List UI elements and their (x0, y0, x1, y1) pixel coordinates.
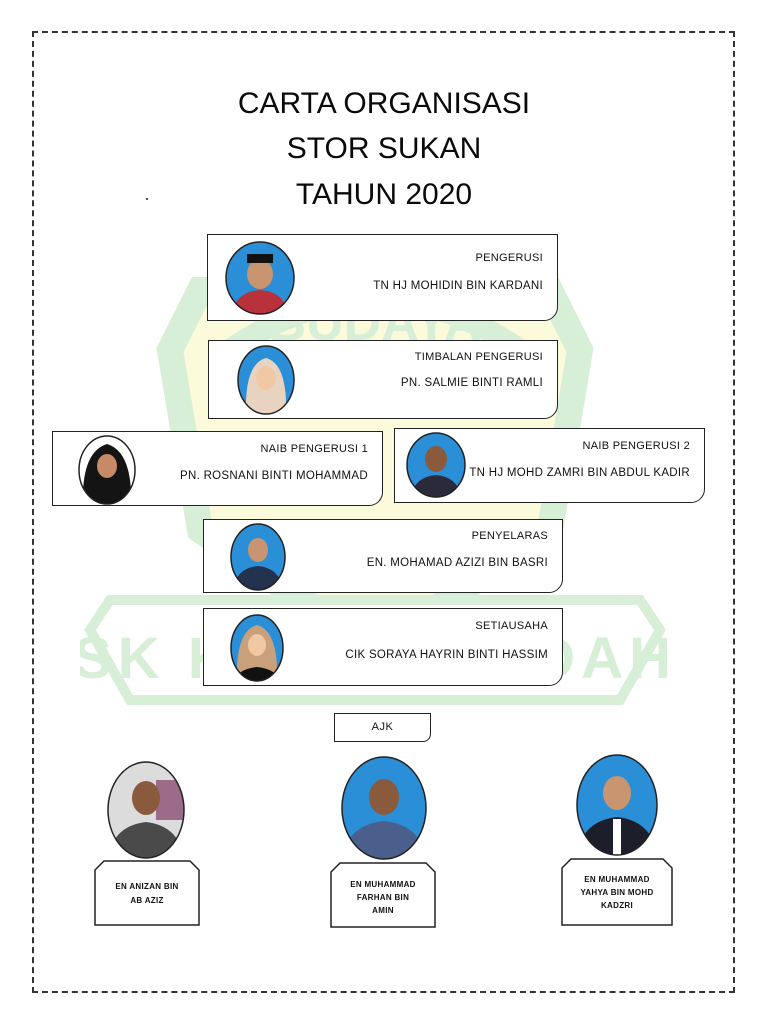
member-box-shape (94, 860, 200, 926)
portrait-pengerusi (225, 241, 295, 315)
ajk-member-3-line3: KADZRI (600, 901, 634, 910)
ajk-member-1-line2: AB AZIZ (130, 896, 164, 905)
portrait-timbalan-pengerusi (237, 345, 295, 415)
ajk-member-2-line3: AMIN (372, 906, 394, 915)
role-naib-pengerusi-2: NAIB PENGERUSI 2 (582, 440, 690, 452)
card-naib-pengerusi-1: NAIB PENGERUSI 1 PN. ROSNANI BINTI MOHAM… (52, 431, 383, 506)
member-box-shape (330, 862, 436, 928)
portrait-ajk-member-3 (576, 754, 658, 856)
page-border (32, 31, 735, 993)
chart-title-line1: CARTA ORGANISASI (237, 87, 531, 120)
card-pengerusi: PENGERUSI TN HJ MOHIDIN BIN KARDANI (207, 234, 558, 321)
ajk-member-2-line1: EN MUHAMMAD (350, 880, 416, 889)
name-pengerusi: TN HJ MOHIDIN BIN KARDANI (373, 280, 543, 292)
ajk-member-3-line1: EN MUHAMMAD (584, 875, 650, 884)
portrait-naib-pengerusi-1 (78, 435, 136, 505)
role-timbalan-pengerusi: TIMBALAN PENGERUSI (414, 351, 543, 363)
chart-title-line3: TAHUN 2020 (295, 178, 473, 211)
portrait-ajk-member-1 (107, 761, 185, 859)
name-setiausaha: CIK SORAYA HAYRIN BINTI HASSIM (345, 649, 548, 661)
portrait-setiausaha (230, 614, 284, 682)
card-penyelaras: PENYELARAS EN. MOHAMAD AZIZI BIN BASRI (203, 519, 563, 593)
portrait-ajk-member-2 (341, 756, 427, 860)
card-setiausaha: SETIAUSAHA CIK SORAYA HAYRIN BINTI HASSI… (203, 608, 563, 686)
ajk-member-2-line2: FARHAN BIN (356, 893, 410, 902)
ajk-member-3: EN MUHAMMAD YAHYA BIN MOHD KADZRI (561, 858, 673, 926)
chart-title-line2: STOR SUKAN (286, 132, 482, 165)
name-naib-pengerusi-2: TN HJ MOHD ZAMRI BIN ABDUL KADIR (469, 467, 690, 479)
portrait-penyelaras (230, 523, 286, 591)
portrait-naib-pengerusi-2 (406, 432, 466, 498)
ajk-label: AJK (334, 713, 431, 742)
ajk-member-1-line1: EN ANIZAN BIN (115, 882, 179, 891)
member-box-shape (561, 858, 673, 926)
name-penyelaras: EN. MOHAMAD AZIZI BIN BASRI (366, 557, 548, 569)
role-penyelaras: PENYELARAS (471, 530, 548, 542)
ajk-member-1: EN ANIZAN BIN AB AZIZ (94, 860, 200, 926)
role-setiausaha: SETIAUSAHA (475, 620, 548, 632)
ajk-member-2: EN MUHAMMAD FARHAN BIN AMIN (330, 862, 436, 928)
ajk-member-3-line2: YAHYA BIN MOHD (580, 888, 654, 897)
card-naib-pengerusi-2: NAIB PENGERUSI 2 TN HJ MOHD ZAMRI BIN AB… (394, 428, 705, 503)
name-naib-pengerusi-1: PN. ROSNANI BINTI MOHAMMAD (180, 470, 368, 482)
role-naib-pengerusi-1: NAIB PENGERUSI 1 (260, 443, 368, 455)
card-timbalan-pengerusi: TIMBALAN PENGERUSI PN. SALMIE BINTI RAML… (208, 340, 558, 419)
name-timbalan-pengerusi: PN. SALMIE BINTI RAMLI (400, 377, 543, 389)
role-pengerusi: PENGERUSI (475, 252, 543, 264)
stray-dot (146, 198, 148, 200)
